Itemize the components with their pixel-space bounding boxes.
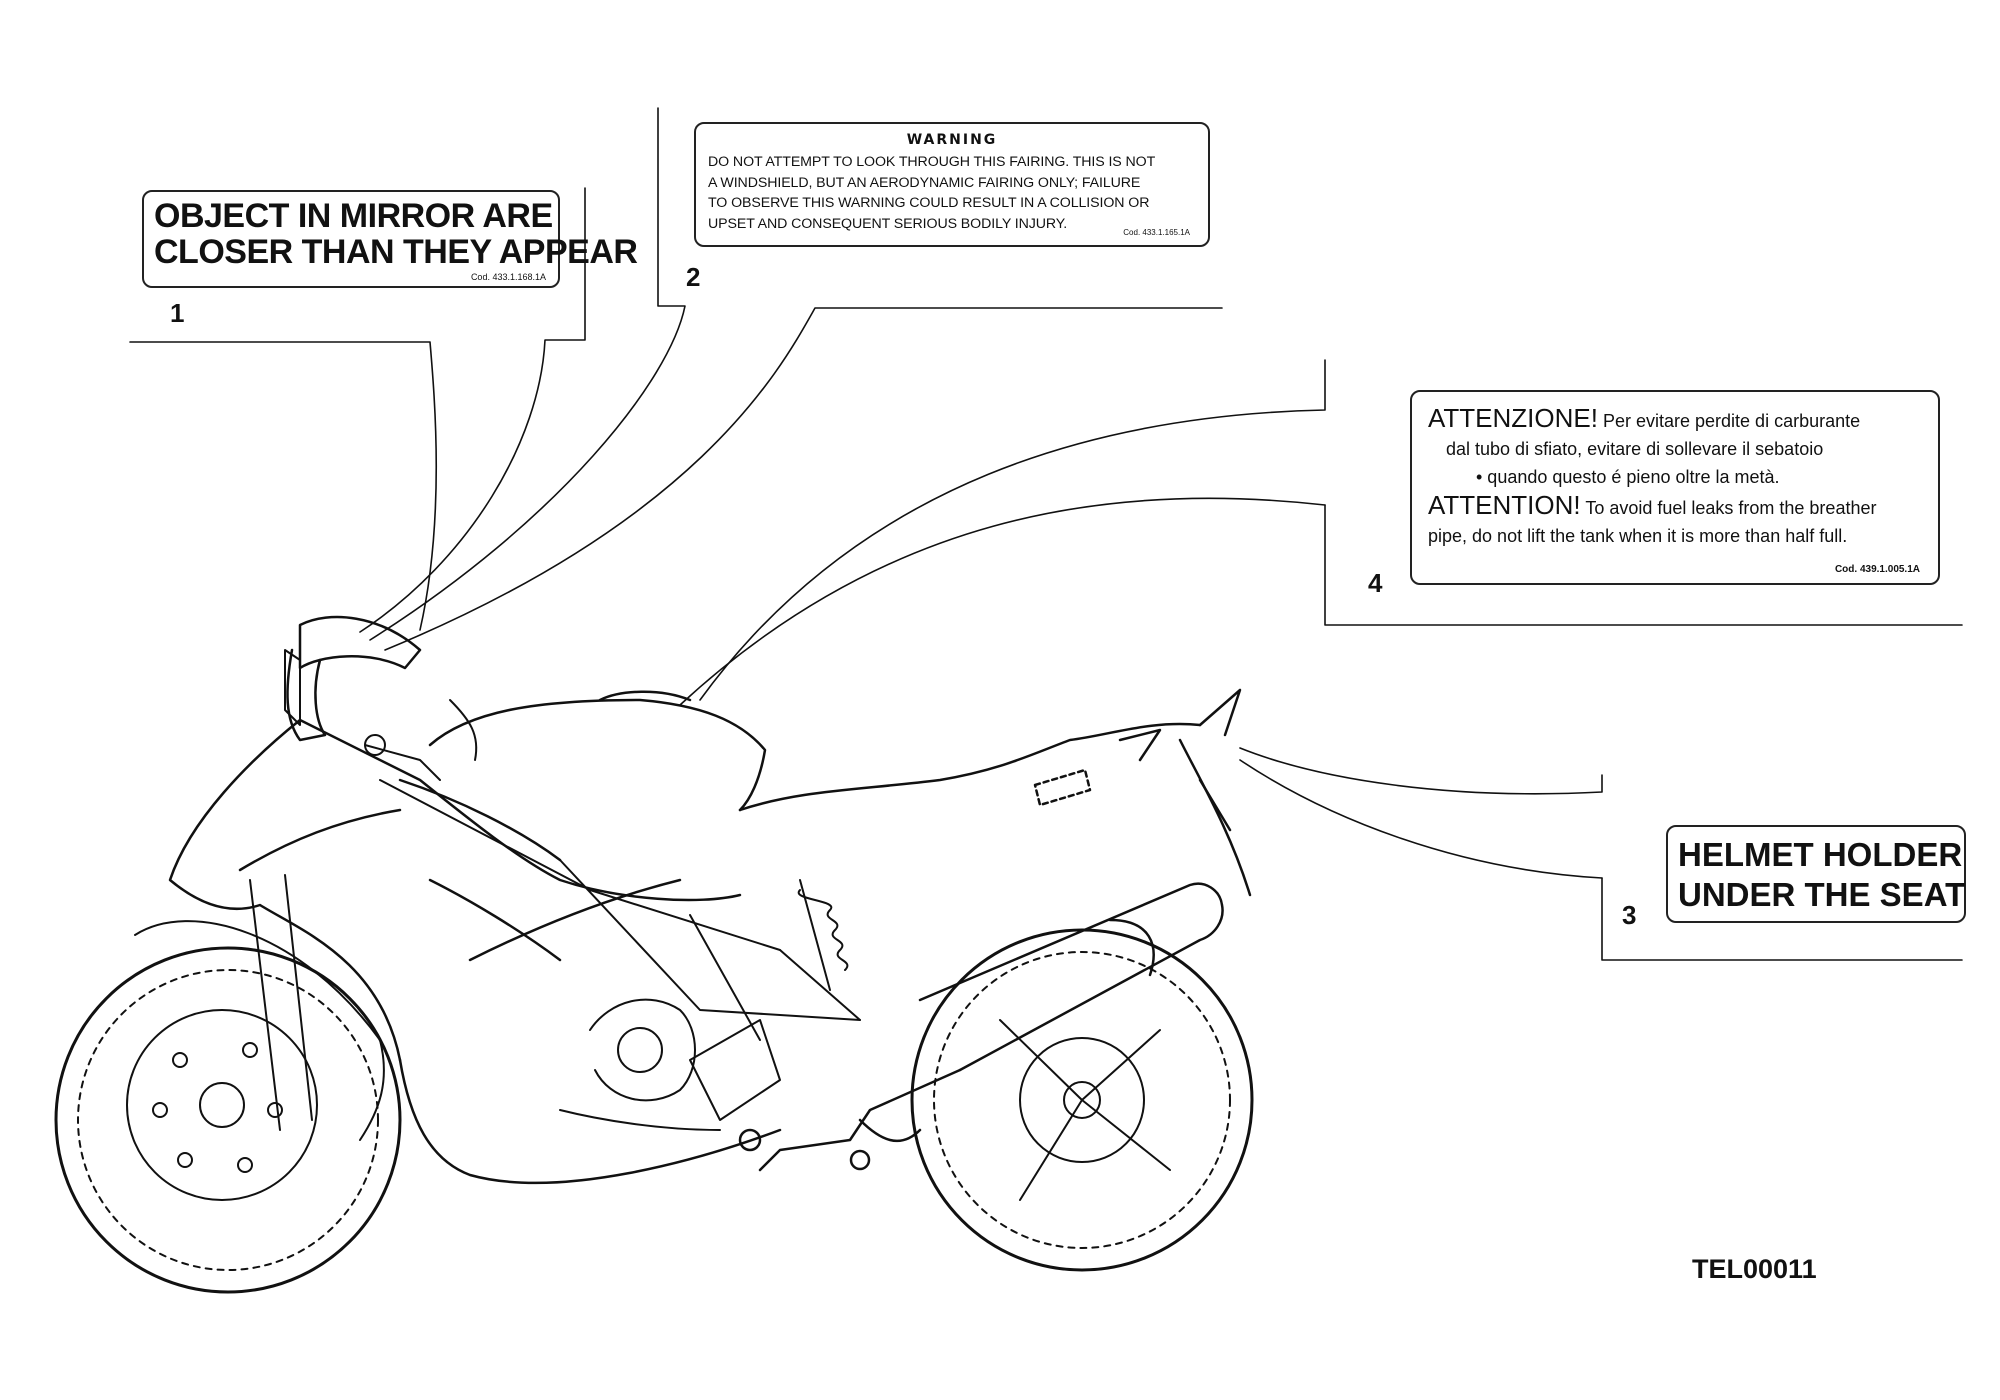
leader-lines — [129, 107, 1963, 961]
front-wheel — [54, 946, 402, 1294]
decal-2-code: Cod. 433.1.165.1A — [1123, 228, 1190, 237]
decal-fairing-warning: WARNING DO NOT ATTEMPT TO LOOK THROUGH T… — [694, 122, 1210, 247]
decal-2-line-1: DO NOT ATTEMPT TO LOOK THROUGH THIS FAIR… — [708, 154, 1156, 170]
decal-4-en-line-2: pipe, do not lift the tank when it is mo… — [1428, 526, 1848, 546]
decal-4-en-line-1: To avoid fuel leaks from the breather — [1585, 498, 1877, 518]
decal-4-it-line-3: • quando questo é pieno oltre la metà. — [1476, 467, 1780, 487]
decal-2-line-3: TO OBSERVE THIS WARNING COULD RESULT IN … — [708, 195, 1150, 211]
decal-4-it-line-1: Per evitare perdite di carburante — [1602, 411, 1861, 431]
decal-4-it-row-1: ATTENZIONE! Per evitare perdite di carbu… — [1428, 404, 1922, 435]
callout-number-4: 4 — [1368, 568, 1383, 598]
decal-3-line-2: UNDER THE SEAT — [1678, 876, 1966, 913]
decal-3-line-1: HELMET HOLDER — [1678, 836, 1963, 873]
frame-and-engine — [379, 779, 861, 1131]
fairing — [168, 615, 782, 1185]
decal-1-line-2: CLOSER THAN THEY APPEAR — [154, 233, 638, 271]
drawing-reference-code: TEL00011 — [1692, 1254, 1817, 1284]
decal-helmet-holder: HELMET HOLDER UNDER THE SEAT — [1666, 825, 1966, 923]
decal-4-it-line-2: dal tubo di sfiato, evitare di sollevare… — [1446, 439, 1824, 459]
handlebar-and-mirror — [284, 649, 478, 781]
decal-1-code: Cod. 433.1.168.1A — [470, 272, 546, 282]
tank-and-seat — [428, 688, 1252, 897]
decal-2-line-2: A WINDSHIELD, BUT AN AERODYNAMIC FAIRING… — [708, 174, 1141, 191]
exhaust — [738, 882, 1224, 1172]
decal-4-en-title: ATTENTION! — [1428, 490, 1581, 520]
decal-4-it-title: ATTENZIONE! — [1428, 403, 1598, 433]
decal-1-line-1: OBJECT IN MIRROR ARE — [154, 197, 553, 235]
decal-4-en-row-1: ATTENTION! To avoid fuel leaks from the … — [1428, 491, 1922, 522]
decal-mirror-warning: OBJECT IN MIRROR ARE CLOSER THAN THEY AP… — [142, 190, 638, 288]
decal-2-line-4: UPSET AND CONSEQUENT SERIOUS BODILY INJU… — [708, 215, 1068, 232]
callout-number-1: 1 — [170, 298, 185, 328]
callout-number-2: 2 — [686, 262, 701, 292]
front-fork — [134, 874, 385, 1141]
callout-number-3: 3 — [1622, 900, 1637, 930]
decal-fuel-tank-warning: ATTENZIONE! Per evitare perdite di carbu… — [1410, 390, 1940, 585]
decal-4-code: Cod. 439.1.005.1A — [1834, 564, 1920, 575]
decal-2-heading: WARNING — [906, 132, 998, 148]
